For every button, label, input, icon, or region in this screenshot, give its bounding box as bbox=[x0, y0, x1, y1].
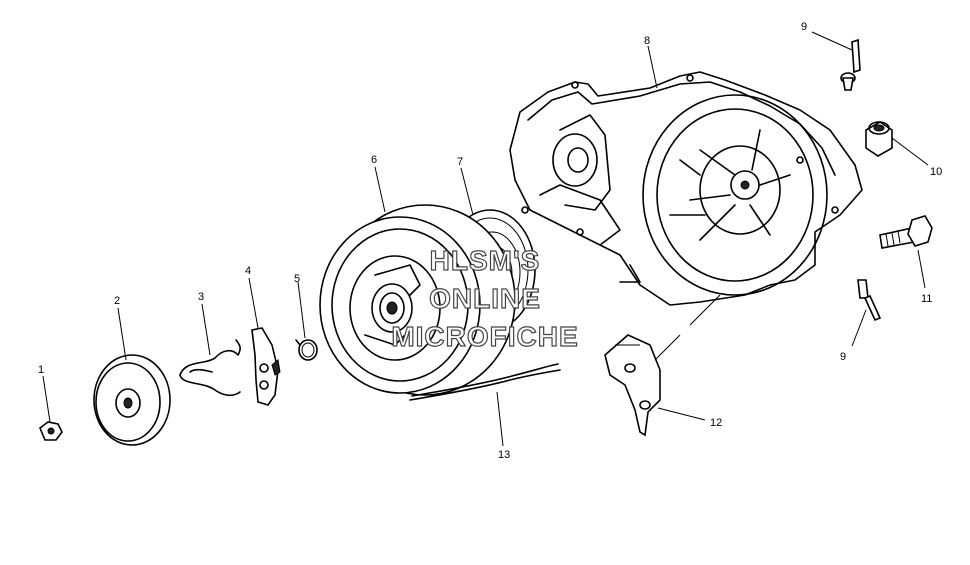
center-line bbox=[689, 294, 721, 326]
callout-6: 6 bbox=[371, 154, 377, 166]
starter-housing bbox=[509, 71, 863, 306]
callout-4: 4 bbox=[245, 265, 251, 277]
rope-pulley bbox=[319, 204, 516, 396]
starter-rope bbox=[409, 363, 561, 401]
friction-spring bbox=[179, 339, 241, 397]
watermark: HLSM'S ONLINE MICROFICHE bbox=[391, 244, 579, 352]
pawl-spring bbox=[295, 339, 318, 361]
watermark-line-2: ONLINE bbox=[429, 283, 541, 314]
callout-3: 3 bbox=[198, 291, 204, 303]
callout-12: 12 bbox=[710, 417, 722, 429]
watermark-line-3: MICROFICHE bbox=[391, 321, 578, 352]
callout-10: 10 bbox=[930, 166, 942, 178]
bushing bbox=[865, 121, 893, 157]
starter-pawl bbox=[251, 327, 281, 406]
friction-plate bbox=[93, 354, 171, 446]
callout-5: 5 bbox=[294, 273, 300, 285]
flange-bolt bbox=[879, 215, 933, 249]
rivet-upper bbox=[840, 38, 861, 91]
callout-1: 1 bbox=[38, 364, 44, 376]
hex-nut bbox=[39, 421, 63, 441]
callout-7: 7 bbox=[457, 156, 463, 168]
callout-11: 11 bbox=[921, 293, 932, 305]
leader-lines bbox=[42, 31, 929, 447]
callout-9-upper: 9 bbox=[801, 21, 807, 33]
callout-9-lower: 9 bbox=[840, 351, 846, 363]
rivet-lower bbox=[857, 279, 882, 322]
callout-8: 8 bbox=[644, 35, 650, 47]
callout-2: 2 bbox=[114, 295, 120, 307]
center-line bbox=[654, 334, 681, 361]
watermark-line-1: HLSM'S bbox=[430, 245, 541, 276]
mounting-bracket bbox=[604, 334, 661, 437]
callout-13: 13 bbox=[498, 449, 510, 461]
